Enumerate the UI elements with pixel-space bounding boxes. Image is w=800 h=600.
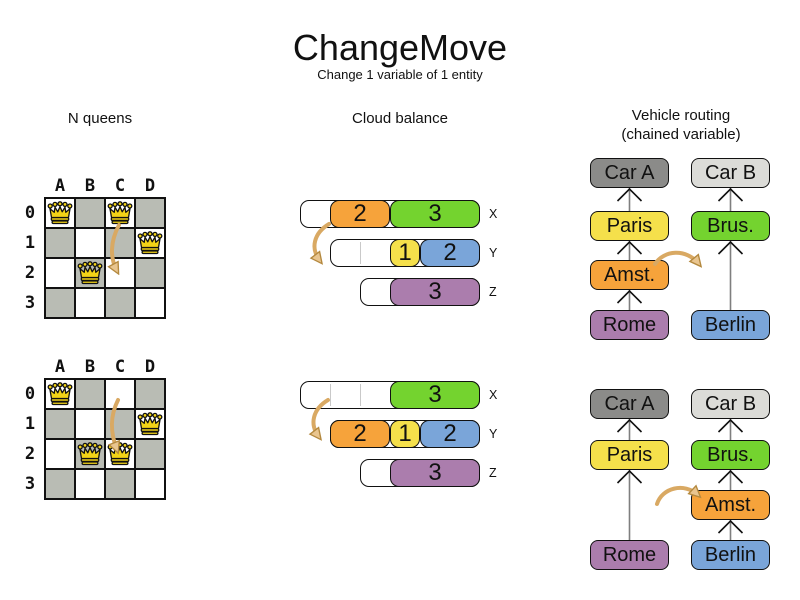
computer-label: Z [489,284,497,299]
board-cell [75,409,105,439]
board-cell [75,469,105,499]
board-row-label: 1 [24,414,36,434]
chess-board-frame [44,197,166,319]
queen-icon [77,261,103,285]
chain-arrowhead-chevron [717,187,744,202]
board-column-label: D [144,357,156,377]
chess-board-frame [44,378,166,500]
queen-icon [77,442,103,466]
process-block: 3 [390,278,480,306]
chain-arrowhead-chevron [616,187,643,202]
board-cell [135,469,165,499]
board-column-label: B [84,176,96,196]
chain-arrowhead-chevron [717,519,744,534]
board-cell [135,288,165,318]
queen-icon [137,412,163,436]
vrp-node-carb: Car B [691,158,770,188]
section-header-cloud: Cloud balance [352,110,448,127]
board-row-label: 3 [24,293,36,313]
vrp-node-brus: Brus. [691,211,770,241]
board-column-label: A [54,357,66,377]
page-subtitle: Change 1 variable of 1 entity [317,67,483,82]
vrp-node-paris: Paris [590,211,669,241]
chain-arrowhead-chevron [616,418,643,433]
move-arrow [314,222,331,261]
vrp-node-rome: Rome [590,310,669,340]
vrp-header-line2: (chained variable) [621,126,741,143]
computer-label: X [489,387,498,402]
vrp-node-paris: Paris [590,440,669,470]
computer-label: X [489,206,498,221]
board-row-label: 0 [24,384,36,404]
chain-arrowhead-chevron [616,240,643,255]
board-cell [135,258,165,288]
process-block: 2 [420,239,480,267]
board-cell [105,469,135,499]
vrp-node-carb: Car B [691,389,770,419]
board-row-label: 1 [24,233,36,253]
section-header-vrp: Vehicle routing (chained variable) [596,106,766,144]
board-row-label: 0 [24,203,36,223]
vrp-node-cara: Car A [590,158,669,188]
computer-label: Z [489,465,497,480]
process-block: 2 [330,200,390,228]
capacity-unit-divider [330,384,331,406]
board-cell [135,379,165,409]
process-block: 1 [390,239,420,267]
vrp-node-brus: Brus. [691,440,770,470]
board-column-label: A [54,176,66,196]
board-cell [45,439,75,469]
board-cell [75,228,105,258]
board-column-label: C [114,357,126,377]
process-block: 3 [390,200,480,228]
process-block: 2 [330,420,390,448]
vrp-node-amst: Amst. [691,490,770,520]
board-cell [135,198,165,228]
queen-icon [107,201,133,225]
process-block: 3 [390,381,480,409]
board-cell [135,439,165,469]
queen-icon [137,231,163,255]
process-block: 3 [390,459,480,487]
vrp-node-berlin: Berlin [691,540,770,570]
board-cell [75,198,105,228]
board-column-label: D [144,176,156,196]
capacity-unit-divider [360,242,361,264]
capacity-unit-divider [360,384,361,406]
board-cell [45,228,75,258]
vrp-header-line1: Vehicle routing [631,107,731,124]
queen-icon [107,442,133,466]
page-title: ChangeMove [292,27,508,68]
vrp-node-amst: Amst. [590,260,669,290]
board-cell [75,379,105,409]
process-block: 1 [390,420,420,448]
process-block: 2 [420,420,480,448]
vrp-node-berlin: Berlin [691,310,770,340]
chain-arrowhead-chevron [717,469,744,484]
board-cell [45,258,75,288]
board-column-label: B [84,357,96,377]
board-row-label: 2 [24,444,36,464]
board-cell [45,409,75,439]
board-row-label: 2 [24,263,36,283]
vrp-node-rome: Rome [590,540,669,570]
computer-label: Y [489,245,498,260]
vrp-node-cara: Car A [590,389,669,419]
board-column-label: C [114,176,126,196]
queen-icon [47,382,73,406]
board-cell [45,288,75,318]
queen-icon [47,201,73,225]
board-cell [45,469,75,499]
chain-arrowhead-chevron [717,240,744,255]
board-row-label: 3 [24,474,36,494]
board-cell [75,288,105,318]
chain-arrowhead-chevron [616,289,643,304]
chain-arrowhead-chevron [616,469,643,484]
section-header-nqueens: N queens [67,110,133,127]
computer-label: Y [489,426,498,441]
chain-arrowhead-chevron [717,418,744,433]
board-cell [105,288,135,318]
